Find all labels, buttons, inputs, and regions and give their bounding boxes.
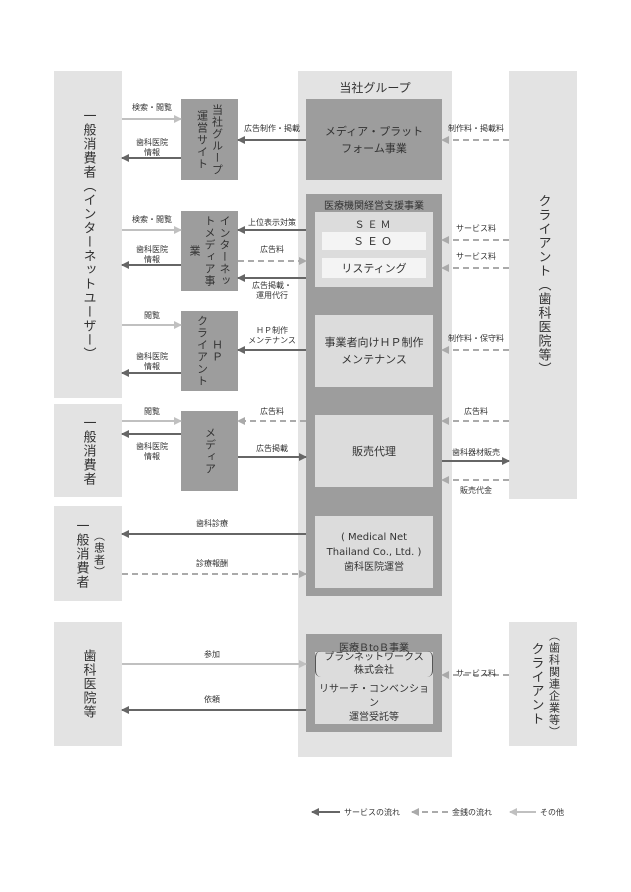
- patient-sub-label: （患者）: [92, 529, 106, 578]
- btob-inner: プランネットワークス 株式会社 リサーチ・コンベンション 運営受託等: [315, 651, 433, 724]
- seo-box: ＳＥＯ: [322, 232, 426, 250]
- site-internet-label: インターネットメディア事業: [188, 215, 231, 287]
- sem-label-box: ＳＥＭ: [322, 216, 426, 231]
- hp-production-label: 事業者向けＨＰ制作 メンテナンス: [324, 336, 424, 366]
- label-equip-sales: 歯科器材販売: [452, 448, 500, 457]
- label-hp-maint: ＨＰ制作 メンテナンス: [248, 326, 296, 345]
- label-dental-info-4: 歯科医院 情報: [136, 442, 168, 461]
- legend-other-label: その他: [540, 808, 564, 817]
- planet-label: プランネットワークス 株式会社: [315, 651, 433, 677]
- site-media-box: メディア: [181, 411, 238, 491]
- consumer-label: 一般消費者: [80, 415, 96, 486]
- thailand-box: ( Medical Net Thailand Co., Ltd. ) 歯科医院運…: [315, 516, 433, 588]
- label-ad-post: 広告掲載: [256, 444, 288, 453]
- label-ad-fee-3: 広告料: [464, 407, 488, 416]
- media-platform-box: メディア・プラット フォーム事業: [306, 99, 442, 180]
- site-client-hp-label-1: クライアント: [195, 315, 209, 387]
- client-corp-box: クライアント （歯科関連企業等）: [509, 622, 577, 746]
- sales-agency-label: 販売代理: [352, 445, 396, 458]
- client-corp-sub-label: （歯科関連企業等）: [547, 630, 561, 738]
- seo-label: ＳＥＯ: [353, 235, 395, 248]
- listing-box: リスティング: [322, 258, 426, 278]
- label-ad-prod: 広告制作・掲載: [244, 124, 300, 133]
- legend-money-label: 金銭の流れ: [452, 808, 492, 817]
- client-dental-label: クライアント（歯科医院等）: [535, 194, 551, 376]
- label-ad-fee-2: 広告料: [260, 407, 284, 416]
- listing-label: リスティング: [341, 262, 407, 275]
- label-service-fee-2: サービス料: [456, 252, 496, 261]
- btob-title: 医療ＢtoＢ事業: [338, 643, 410, 654]
- site-group-box: 当社グループ運営サイト: [181, 99, 238, 180]
- legend-service-label: サービスの流れ: [344, 808, 400, 817]
- site-internet-box: インターネットメディア事業: [181, 211, 238, 291]
- label-browse-1: 閲覧: [144, 311, 160, 320]
- label-request: 依頼: [204, 695, 220, 704]
- label-dental-info-2: 歯科医院 情報: [136, 245, 168, 264]
- sem-label: ＳＥＭ: [354, 219, 394, 231]
- dental-clinic-box: 歯科医院等: [54, 622, 122, 746]
- patient-label: 一般消費者: [73, 518, 89, 589]
- thailand-label: ( Medical Net Thailand Co., Ltd. ) 歯科医院運…: [326, 531, 422, 573]
- client-dental-box: クライアント（歯科医院等）: [509, 71, 577, 499]
- patient-box: 一般消費者 （患者）: [54, 506, 122, 601]
- label-prod-maint-fee: 制作料・保守料: [448, 334, 504, 343]
- label-dental-info-1: 歯科医院 情報: [136, 138, 168, 157]
- label-service-fee-3: サービス料: [456, 669, 496, 678]
- hp-production-box: 事業者向けＨＰ制作 メンテナンス: [315, 315, 433, 387]
- site-media-label: メディア: [203, 427, 217, 475]
- label-treatment-fee: 診療報酬: [196, 559, 228, 568]
- label-participation: 参加: [204, 650, 220, 659]
- consumer-box: 一般消費者: [54, 404, 122, 497]
- group-title: 当社グループ: [339, 81, 411, 95]
- media-platform-label: メディア・プラット フォーム事業: [324, 124, 424, 155]
- site-client-hp-label-2: ＨＰ: [210, 339, 224, 363]
- label-dental-treatment: 歯科診療: [196, 519, 228, 528]
- client-corp-label: クライアント: [528, 642, 544, 726]
- consumer-internet-label: 一般消費者（インターネットユーザー）: [80, 108, 96, 361]
- research-label: リサーチ・コンベンション 運営受託等: [319, 684, 429, 723]
- label-upper: 上位表示対策: [248, 218, 296, 227]
- site-client-hp-box: クライアント ＨＰ: [181, 311, 238, 391]
- label-search-1: 検索・閲覧: [132, 103, 172, 112]
- label-ad-ops: 広告掲載・ 運用代行: [252, 281, 292, 300]
- label-ad-fee-1: 広告料: [260, 245, 284, 254]
- label-service-fee-1: サービス料: [456, 224, 496, 233]
- label-browse-2: 閲覧: [144, 407, 160, 416]
- label-dental-info-3: 歯科医院 情報: [136, 352, 168, 371]
- medical-support-title: 医療機関経営支援事業: [324, 201, 424, 212]
- dental-clinic-label: 歯科医院等: [80, 649, 96, 719]
- sales-agency-box: 販売代理: [315, 415, 433, 487]
- label-prod-fee: 制作料・掲載料: [448, 124, 504, 133]
- site-group-label: 当社グループ運営サイト: [195, 103, 224, 176]
- consumer-internet-box: 一般消費者（インターネットユーザー）: [54, 71, 122, 398]
- label-search-2: 検索・閲覧: [132, 215, 172, 224]
- label-sales-payment: 販売代金: [460, 486, 492, 495]
